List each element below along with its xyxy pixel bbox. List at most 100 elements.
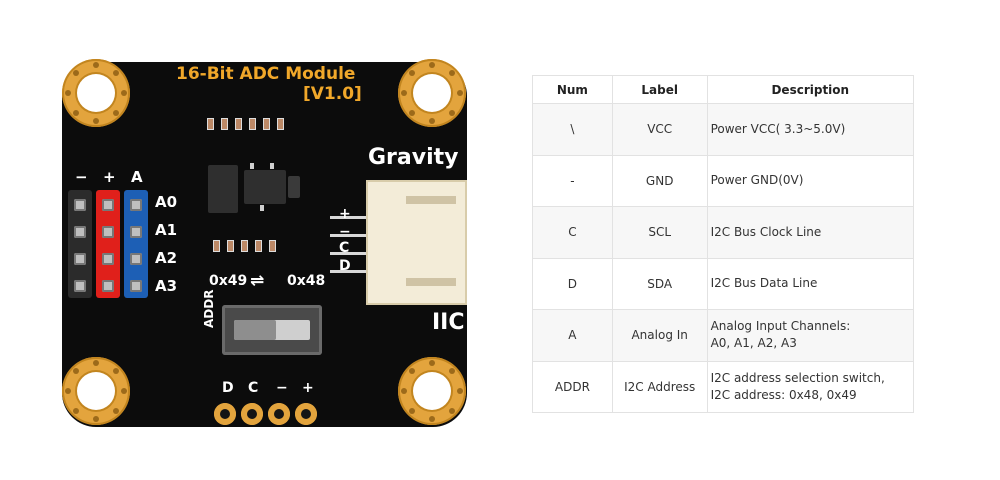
description-line: Power VCC( 3.3~5.0V) — [710, 121, 846, 136]
smd-component — [213, 240, 220, 252]
channel-label-a3: A3 — [155, 277, 178, 295]
table-row: - GND Power GND(0V) — [532, 154, 915, 207]
header-plus-label: + — [103, 168, 116, 186]
smd-component — [235, 118, 242, 130]
bottom-pin-plus-label: + — [302, 380, 314, 396]
header-pin — [130, 280, 142, 292]
connector-latch — [406, 278, 456, 286]
cell-description: Analog Input Channels: A0, A1, A2, A3 — [706, 309, 915, 362]
header-signal-column — [124, 190, 148, 298]
channel-label-a0: A0 — [155, 193, 178, 211]
address-right-label: 0x48 — [287, 273, 326, 289]
cell-label: GND — [611, 154, 708, 207]
bottom-pad — [241, 403, 263, 425]
cell-label: Analog In — [611, 309, 708, 362]
mounting-hole-bottom-left — [62, 357, 130, 425]
cell-num: C — [532, 206, 613, 259]
address-swap-icon: ⇌ — [250, 271, 265, 291]
header-pin — [102, 226, 114, 238]
bottom-pad — [268, 403, 290, 425]
iic-label: IIC — [430, 310, 467, 335]
cell-num: D — [532, 257, 613, 310]
bottom-pad — [295, 403, 317, 425]
header-num: Num — [532, 75, 613, 104]
header-vcc-column — [96, 190, 120, 298]
bottom-pin-minus-label: − — [276, 380, 288, 396]
board-title: 16-Bit ADC Module — [176, 64, 356, 84]
cell-label: VCC — [611, 103, 708, 156]
connector-pin — [330, 270, 366, 273]
bottom-pin-c-label: C — [248, 380, 259, 396]
header-gnd-column — [68, 190, 92, 298]
board-version: [V1.0] — [303, 84, 362, 104]
header-pin — [102, 199, 114, 211]
cell-num: ADDR — [532, 360, 613, 413]
smd-component — [227, 240, 234, 252]
mounting-hole-top-left — [62, 59, 130, 127]
cell-description: I2C Bus Data Line — [706, 257, 915, 310]
description-line: I2C Bus Clock Line — [710, 224, 822, 239]
description-line: I2C address: 0x48, 0x49 — [710, 387, 857, 402]
smd-component — [241, 240, 248, 252]
connector-pin — [330, 234, 366, 237]
cell-description: Power GND(0V) — [706, 154, 915, 207]
header-pin — [74, 280, 86, 292]
smd-component — [263, 118, 270, 130]
description-line: I2C address selection switch, — [710, 370, 885, 385]
regulator-chip — [244, 170, 286, 204]
smd-component — [207, 118, 214, 130]
bottom-pad — [214, 403, 236, 425]
address-switch — [222, 305, 322, 355]
connector-d-label: D — [339, 258, 351, 274]
connector-c-label: C — [339, 240, 350, 256]
cell-label: SDA — [611, 257, 708, 310]
connector-pin — [330, 216, 366, 219]
description-line: I2C Bus Data Line — [710, 276, 818, 291]
cell-num: - — [532, 154, 613, 207]
bottom-pin-d-label: D — [222, 380, 234, 396]
cell-label: I2C Address — [611, 360, 708, 413]
cell-description: Power VCC( 3.3~5.0V) — [706, 103, 915, 156]
mounting-hole-top-right — [398, 59, 466, 127]
header-label: Label — [611, 75, 708, 104]
header-pin — [102, 280, 114, 292]
description-line: Analog Input Channels: — [710, 319, 851, 334]
mounting-hole-bottom-right — [398, 357, 466, 425]
table-header-row: Num Label Description — [532, 75, 915, 104]
table-row: \ VCC Power VCC( 3.3~5.0V) — [532, 103, 915, 156]
chip-lead — [270, 163, 274, 169]
header-pin — [130, 226, 142, 238]
header-pin — [102, 253, 114, 265]
cell-description: I2C address selection switch, I2C addres… — [706, 360, 915, 413]
address-switch-knob — [234, 320, 276, 340]
smd-component — [221, 118, 228, 130]
gravity-label: Gravity — [368, 145, 459, 170]
header-pin — [74, 199, 86, 211]
cell-label: SCL — [611, 206, 708, 259]
header-pin — [130, 253, 142, 265]
table-row: A Analog In Analog Input Channels: A0, A… — [532, 309, 915, 362]
smd-component — [269, 240, 276, 252]
table-row: D SDA I2C Bus Data Line — [532, 257, 915, 310]
gravity-connector — [366, 180, 467, 305]
smd-component — [249, 118, 256, 130]
diode-component — [288, 176, 300, 198]
header-pin — [130, 199, 142, 211]
smd-component — [255, 240, 262, 252]
chip-lead — [250, 163, 254, 169]
header-analog-label: A — [131, 168, 143, 186]
connector-plus-label: + — [339, 206, 351, 222]
connector-latch — [406, 196, 456, 204]
cell-description: I2C Bus Clock Line — [706, 206, 915, 259]
header-minus-label: − — [75, 168, 88, 186]
connector-pin — [330, 252, 366, 255]
address-left-label: 0x49 — [209, 273, 248, 289]
adc-chip — [208, 165, 238, 213]
description-line: Power GND(0V) — [710, 173, 804, 188]
header-description: Description — [706, 75, 915, 104]
table-row: C SCL I2C Bus Clock Line — [532, 206, 915, 259]
channel-label-a2: A2 — [155, 249, 178, 267]
chip-lead — [260, 205, 264, 211]
cell-num: A — [532, 309, 613, 362]
connector-minus-label: − — [339, 224, 351, 240]
